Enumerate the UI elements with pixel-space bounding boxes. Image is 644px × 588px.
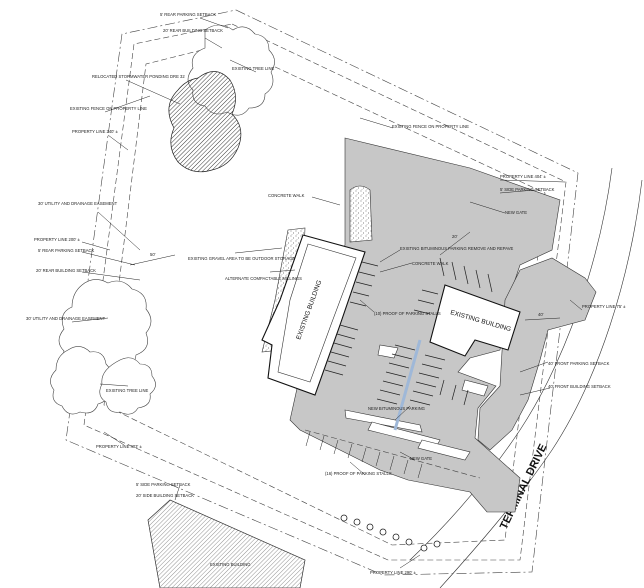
label-gravel-area: EXISTING GRAVEL AREA TO BE OUTDOOR STORA… — [188, 256, 295, 261]
label-side-parking-setback: 5' SIDE PARKING SETBACK — [500, 187, 555, 192]
label-property-line-bottom-left: PROPERTY LINE 403' ± — [96, 444, 142, 449]
label-concrete-walk-top: CONCRETE WALK — [268, 193, 305, 198]
dim-50: 50' — [150, 252, 156, 257]
leaders — [71, 17, 583, 569]
label-ten-parking-stalls-bottom: (16) PROOF OF PARKING STALLS — [325, 471, 392, 476]
proof-parking-stalls — [304, 429, 481, 479]
bollards — [340, 514, 441, 552]
label-new-gate-bottom: NEW GATE — [410, 456, 432, 461]
label-utility-easement-top: 30' UTILITY AND DRAINAGE EASEMENT — [38, 201, 118, 206]
stormwater-pond — [168, 71, 242, 173]
label-front-parking-setback: 40' FRONT PARKING SETBACK — [548, 361, 610, 366]
label-existing-bituminous: EXISTING BITUMINOUS PARKING REMOVE AND R… — [400, 246, 514, 251]
label-new-gate-top: NEW GATE — [505, 210, 527, 215]
annotations: 5' REAR PARKING SETBACK 20' REAR BUILDIN… — [26, 12, 626, 575]
setback-line — [83, 23, 567, 561]
label-rear-parking-setback-left: 5' REAR PARKING SETBACK — [38, 248, 95, 253]
label-concrete-walk-mid: CONCRETE WALK — [412, 261, 449, 266]
label-tree-line-bottom: EXISTING TREE LINE — [106, 388, 148, 393]
label-utility-easement-left: 30' UTILITY AND DRAINAGE EASEMENT — [26, 316, 106, 321]
label-millings: ALTERNATE COMPACTABLE MILLINGS — [225, 276, 302, 281]
label-rear-building-setback-left: 20' REAR BUILDING SETBACK — [36, 268, 96, 273]
label-side-building-setback-bottom: 20' SIDE BUILDING SETBACK — [136, 493, 194, 498]
dimension-lines: 50' 40' 20' — [129, 231, 561, 321]
dim-40: 40' — [538, 312, 544, 317]
dim-20: 20' — [452, 234, 458, 239]
label-fence-right: EXISTING FENCE ON PROPERTY LINE — [392, 124, 469, 129]
building-right: EXISTING BUILDING — [429, 284, 521, 357]
label-building-setback-top: 20' REAR BUILDING SETBACK — [163, 28, 223, 33]
label-parking-setback-top: 5' REAR PARKING SETBACK — [160, 12, 217, 17]
tree-line-left — [50, 279, 156, 415]
label-tree-line-top: EXISTING TREE LINE — [232, 66, 274, 71]
building-setback-line — [103, 43, 546, 546]
label-side-parking-setback-bottom: 5' SIDE PARKING SETBACK — [136, 482, 191, 487]
label-fence-left: EXISTING FENCE ON PROPERTY LINE — [70, 106, 147, 111]
parking-islands — [344, 344, 489, 461]
parking-stalls — [324, 257, 493, 406]
label-property-line-right-mid: PROPERTY LINE 75' ± — [582, 304, 626, 309]
label-property-line-left-top: PROPERTY LINE 240' ± — [72, 129, 118, 134]
label-property-line-left-mid: PROPERTY LINE 200' ± — [34, 237, 80, 242]
offsite-building — [147, 499, 306, 588]
drainage-strip — [393, 339, 422, 431]
label-front-building-setback: 40' FRONT BUILDING SETBACK — [548, 384, 611, 389]
label-property-line-bottom: PROPERTY LINE 290' ± — [370, 570, 416, 575]
building-left: EXISTING BUILDING — [261, 234, 366, 396]
label-new-bituminous: NEW BITUMINOUS PARKING — [368, 406, 425, 411]
property-line — [65, 9, 579, 576]
label-ten-parking-stalls-mid: (10) PROOF OF PARKING STALLS — [374, 311, 441, 316]
label-stormwater-pond: RELOCATED STORMWATER PONDING DRE 32 — [92, 74, 185, 79]
label-existing-building-bottom: EXISTING BUILDING — [210, 562, 251, 567]
label-property-line-right-top: PROPERTY LINE 404' ± — [500, 174, 546, 179]
